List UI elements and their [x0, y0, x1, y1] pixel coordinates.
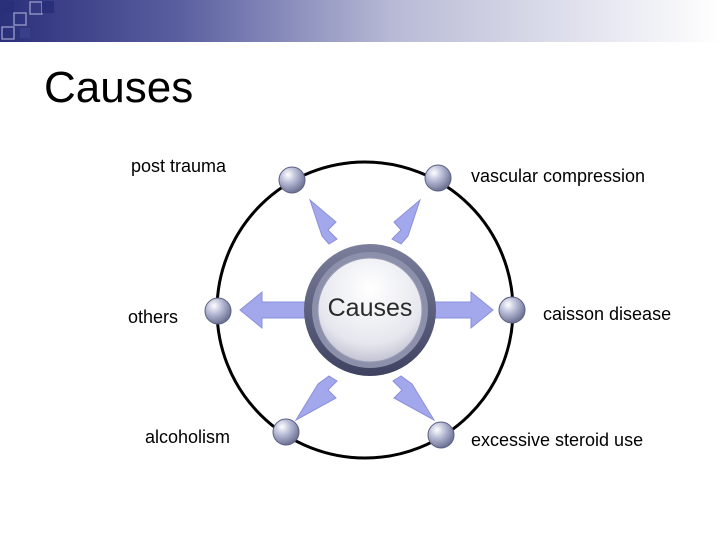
slide-title: Causes — [44, 63, 194, 112]
arrow-down-right — [392, 375, 436, 422]
node-post-trauma — [278, 166, 306, 194]
decorative-squares — [1, 1, 54, 40]
node-others — [204, 297, 232, 325]
node-caisson-disease — [498, 296, 526, 324]
label-excessive-steroid-use: excessive steroid use — [471, 430, 644, 450]
node-excessive-steroid-use — [427, 421, 455, 449]
label-post-trauma: post trauma — [131, 156, 227, 176]
title-band — [0, 0, 720, 42]
label-vascular-compression: vascular compression — [471, 166, 646, 186]
central-hub — [304, 244, 436, 376]
node-alcoholism — [272, 418, 300, 446]
node-vascular-compression — [424, 164, 452, 192]
arrow-up-right — [391, 198, 422, 245]
label-others: others — [128, 307, 179, 327]
label-alcoholism: alcoholism — [145, 427, 231, 447]
nodes — [204, 164, 526, 449]
arrow-up-left — [308, 198, 338, 245]
label-caisson-disease: caisson disease — [543, 304, 672, 324]
center-label: Causes — [327, 294, 413, 322]
arrow-down-left — [294, 375, 338, 422]
arrow-left — [239, 290, 307, 330]
